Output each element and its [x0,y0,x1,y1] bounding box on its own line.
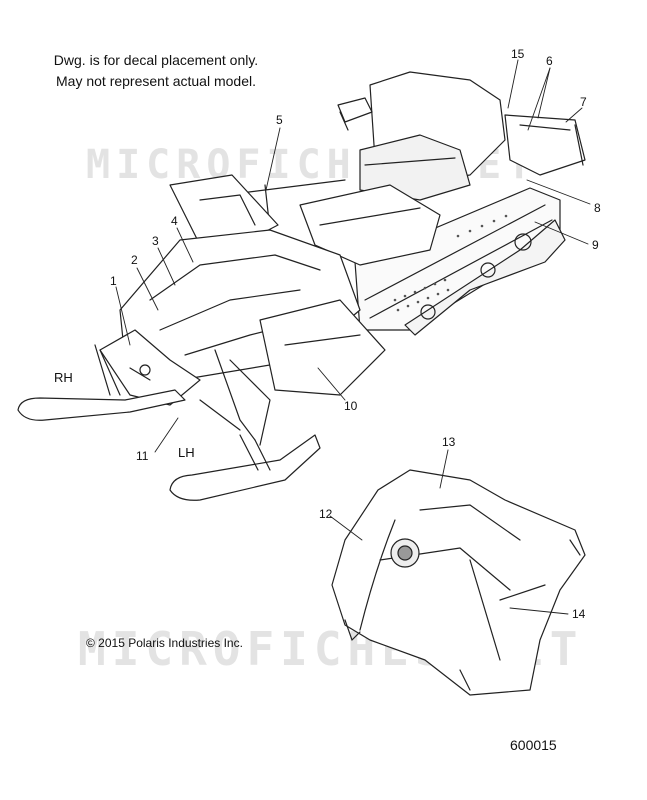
callout-9: 9 [592,238,599,252]
callout-15: 15 [511,47,525,61]
callout-6: 6 [546,54,553,68]
callout-2: 2 [131,253,138,267]
rh-label: RH [54,370,73,385]
side-panel-drawing [331,469,586,696]
callout-5: 5 [276,113,283,127]
callout-3: 3 [152,234,159,248]
callout-1: 1 [110,274,117,288]
placement-note: Dwg. is for decal placement only. May no… [36,50,276,92]
copyright-text: © 2015 Polaris Industries Inc. [86,636,243,650]
leader-lines [115,59,591,615]
callout-4: 4 [171,214,178,228]
callout-10: 10 [344,399,358,413]
callout-8: 8 [594,201,601,215]
callout-11: 11 [136,449,149,463]
lh-label: LH [178,445,195,460]
callout-13: 13 [442,435,456,449]
placement-note-line-1: Dwg. is for decal placement only. [53,52,259,68]
placement-note-line-2: May not represent actual model. [56,73,256,89]
callout-labels: 1 2 3 4 5 6 7 8 9 10 11 12 13 14 15 [110,47,601,621]
callout-12: 12 [319,507,333,521]
snowmobile-drawing [17,71,586,501]
callout-7: 7 [580,95,587,109]
callout-14: 14 [572,607,586,621]
drawing-number: 600015 [510,737,557,753]
